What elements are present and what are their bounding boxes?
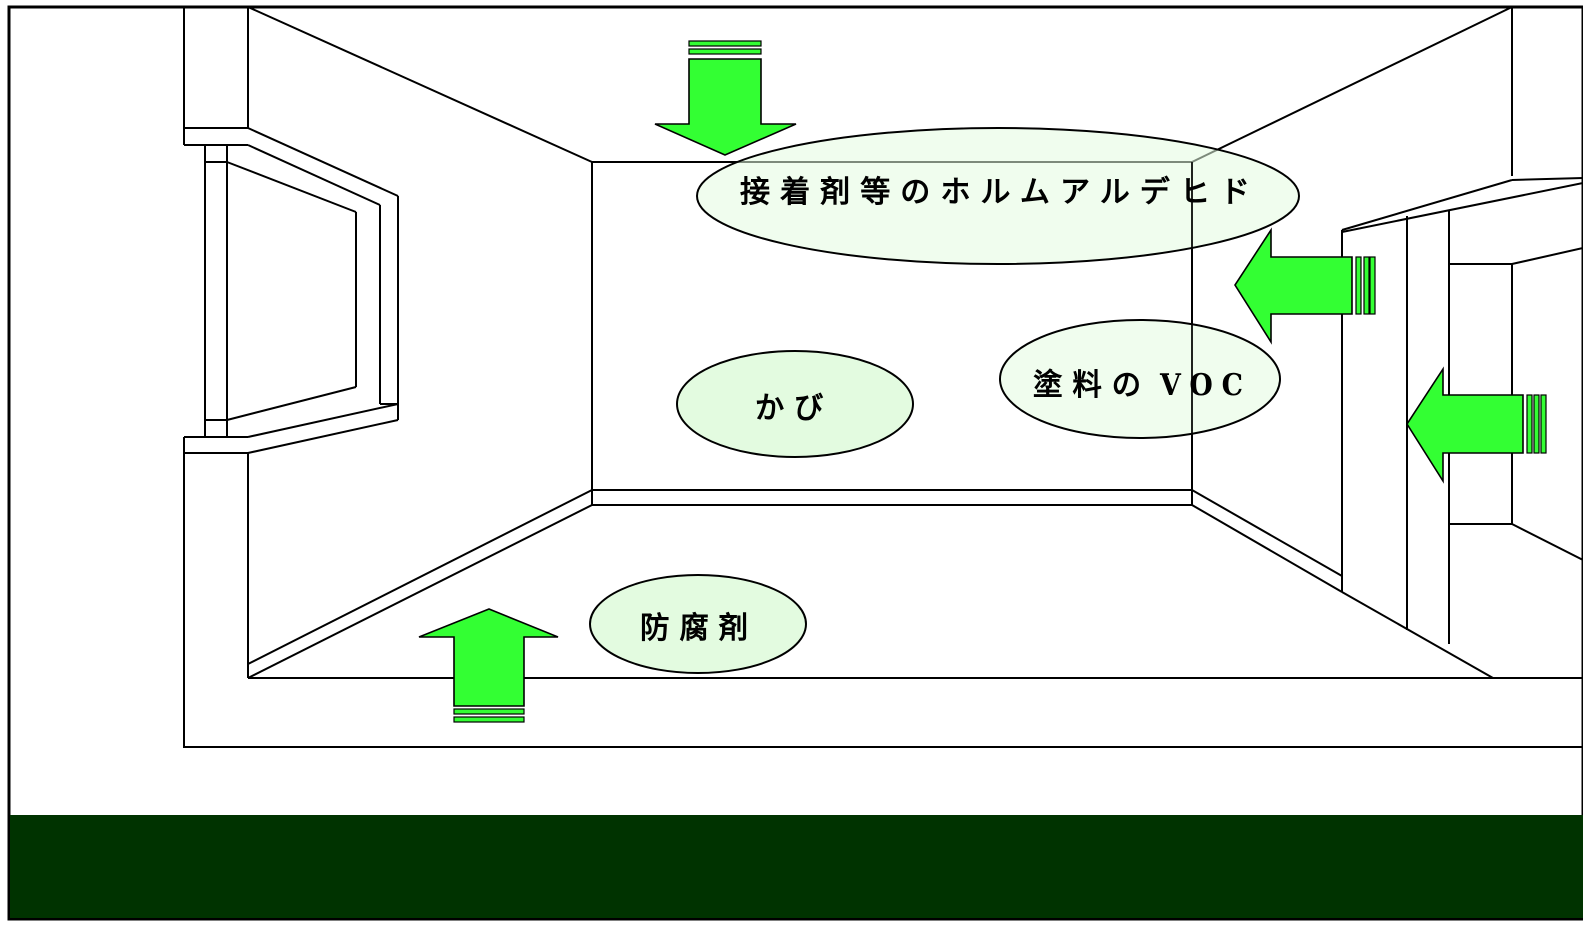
- left-wall: [183, 6, 1583, 748]
- right-wall: [1191, 6, 1583, 644]
- footer-band: [10, 815, 1583, 918]
- paint-voc-label-suffix: VOC: [1159, 368, 1252, 403]
- up-arrow-icon: [418, 608, 559, 723]
- down-arrow-icon: [654, 40, 797, 156]
- left-arrow-icon: [1406, 366, 1547, 484]
- diagram-frame: [7, 5, 1583, 921]
- left-arrow-icon: [1234, 227, 1376, 345]
- formaldehyde-label: 接着剤等のホルムアルデヒド: [740, 175, 1260, 210]
- mold-bubble: かび: [676, 350, 914, 458]
- back-wall: [591, 161, 1193, 506]
- preservative-bubble: 防腐剤: [589, 574, 807, 674]
- mold-label: かび: [755, 391, 833, 426]
- preservative-label: 防腐剤: [640, 611, 758, 646]
- window: [204, 127, 399, 454]
- formaldehyde-bubble: 接着剤等のホルムアルデヒド: [696, 127, 1300, 265]
- paint-voc-label-prefix: 塗料の: [1033, 368, 1151, 403]
- paint-voc-bubble: 塗料の VOC: [999, 319, 1281, 439]
